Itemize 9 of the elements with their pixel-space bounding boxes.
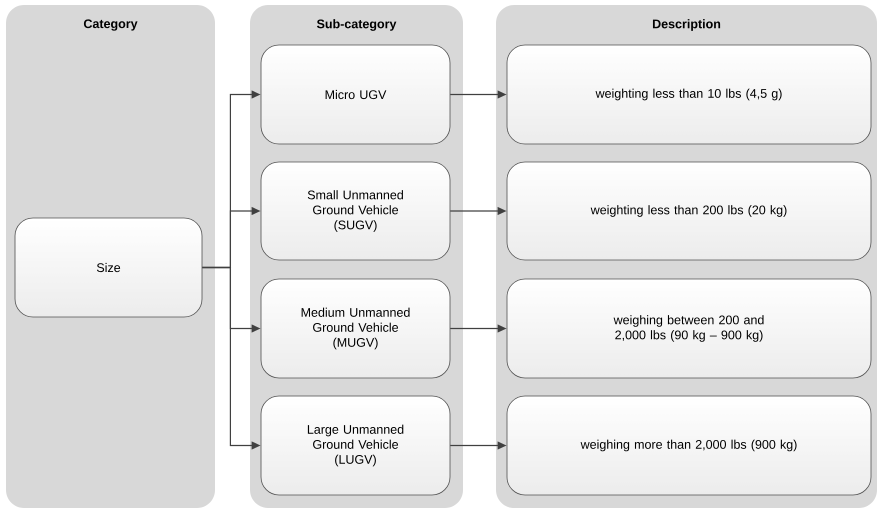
rounded-box: weighting less than 200 lbs (20 kg) bbox=[506, 162, 872, 260]
rounded-box: weighing more than 2,000 lbs (900 kg) bbox=[506, 396, 872, 496]
rounded-box: Large Unmanned Ground Vehicle (LUGV) bbox=[260, 396, 450, 496]
rounded-box: Size bbox=[14, 218, 202, 318]
rounded-box: Small Unmanned Ground Vehicle (SUGV) bbox=[260, 162, 450, 260]
rounded-box: Micro UGV bbox=[260, 44, 450, 144]
rounded-box: Medium Unmanned Ground Vehicle (MUGV) bbox=[260, 278, 450, 378]
rounded-box: weighing between 200 and 2,000 lbs (90 kg – 900 kg) bbox=[506, 278, 872, 378]
rounded-box: weighting less than 10 lbs (4,5 g) bbox=[506, 44, 872, 144]
